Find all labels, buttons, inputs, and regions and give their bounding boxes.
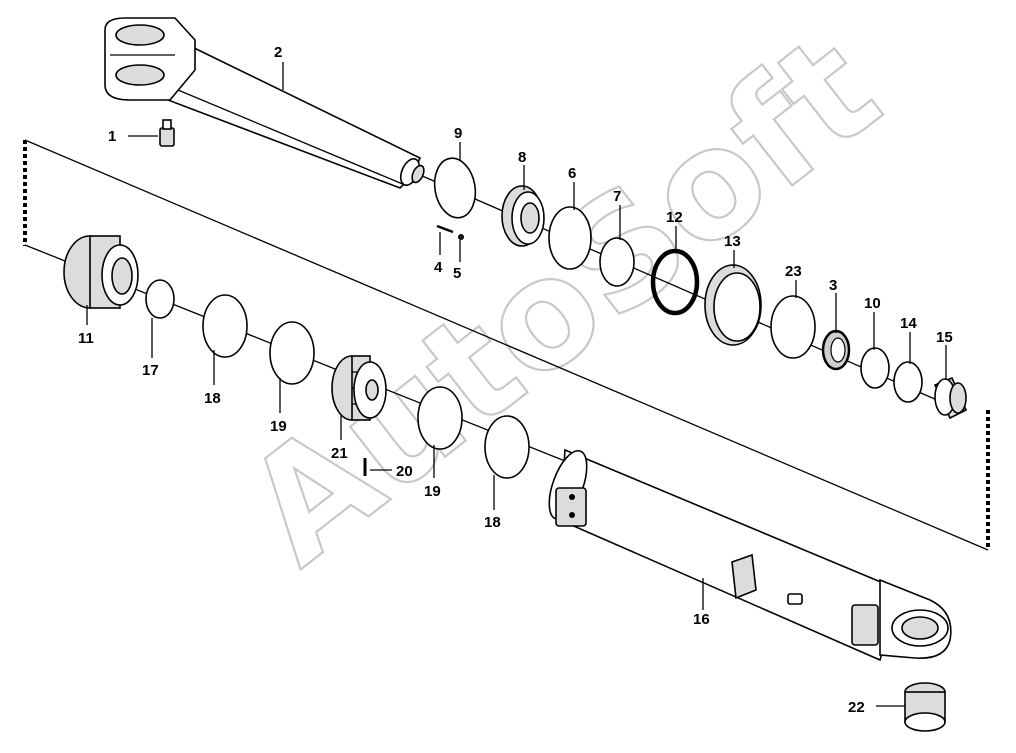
part-7-ring (599, 237, 635, 287)
part-15-bushing (933, 376, 968, 420)
callout-18a: 18 (204, 390, 221, 407)
callout-3: 3 (829, 277, 837, 294)
part-6-ring (548, 206, 592, 270)
callout-9: 9 (454, 125, 462, 142)
part-8-nut (501, 185, 545, 247)
part-10-ring (860, 347, 890, 389)
callout-1: 1 (108, 128, 116, 145)
part-18a-ring (202, 294, 248, 358)
callout-19b: 19 (424, 483, 441, 500)
callout-17: 17 (142, 362, 159, 379)
frame-diagonal-line (24, 139, 989, 551)
part-18b-ring (484, 415, 530, 479)
part-12-seal (650, 248, 700, 316)
part-14-wiper (893, 361, 923, 403)
part-4-pin (436, 224, 454, 234)
callout-15: 15 (936, 329, 953, 346)
callout-6: 6 (568, 165, 576, 182)
part-11-gland (63, 235, 139, 309)
part-13-bushing (704, 264, 762, 346)
piston-rod (167, 44, 425, 189)
grease-nipple (159, 119, 175, 147)
part-9-snap-ring (433, 157, 477, 219)
callout-10: 10 (864, 295, 881, 312)
part-23-ring (770, 295, 816, 359)
callout-4: 4 (434, 259, 443, 276)
callout-19a: 19 (270, 418, 287, 435)
callout-22: 22 (848, 699, 865, 716)
callout-23: 23 (785, 263, 802, 280)
callout-18b: 18 (484, 514, 501, 531)
callout-11: 11 (78, 330, 94, 347)
callout-14: 14 (900, 315, 917, 332)
part-19a-seal (269, 321, 315, 385)
part-19b-seal (417, 386, 463, 450)
cylinder-barrel (548, 448, 952, 662)
callout-8: 8 (518, 149, 526, 166)
part-22-bushing (904, 682, 946, 732)
callout-21: 21 (331, 445, 348, 462)
callout-13: 13 (724, 233, 741, 250)
callout-20: 20 (396, 463, 413, 480)
callout-7: 7 (613, 188, 621, 205)
part-5-ball (458, 234, 464, 240)
callout-16: 16 (693, 611, 710, 628)
part-21-piston (331, 355, 387, 421)
rod-clevis (104, 17, 196, 101)
callout-12: 12 (666, 209, 683, 226)
part-3-seal (821, 329, 851, 371)
callout-5: 5 (453, 265, 461, 282)
leader-lines (86, 62, 947, 707)
callout-2: 2 (274, 44, 282, 61)
part-17-ring (145, 279, 175, 319)
